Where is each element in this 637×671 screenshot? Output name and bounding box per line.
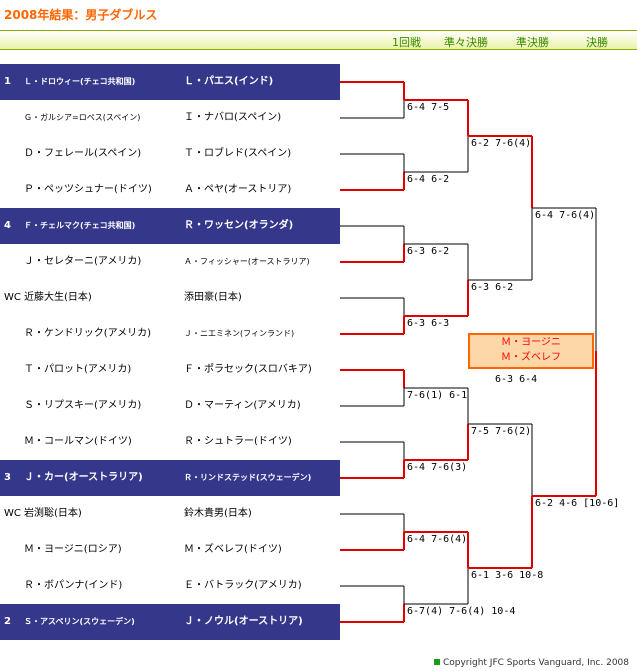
player-1-name: Ｒ・ボパンナ(インド) — [24, 580, 123, 591]
table-row: Ｄ・フェレール(スペイン) Ｔ・ロブレド(スペイン) — [0, 136, 340, 172]
player-2-name: Ｒ・リンドステッド(スウェーデン) — [184, 473, 312, 482]
table-row: 1 Ｌ・ドロウィー(チェコ共和国) Ｌ・パエス(インド) — [0, 64, 340, 100]
player-2-name: Ｉ・ナバロ(スペイン) — [184, 112, 282, 123]
player-1-name: Ｒ・ケンドリック(アメリカ) — [24, 328, 152, 339]
table-row: Ｒ・ケンドリック(アメリカ) Ｊ・ニエミネン(フィンランド) — [0, 316, 340, 352]
round-label-r1: 1回戦 — [392, 36, 421, 49]
seed-label: 4 — [4, 220, 11, 231]
score-sf: 6-4 7-6(4) — [535, 210, 596, 221]
table-row: Ｊ・セレターニ(アメリカ) Ａ・フィッシャー(オーストラリア) — [0, 244, 340, 280]
round-label-sf: 準決勝 — [516, 36, 549, 49]
player-2-name: Ｅ・バトラック(アメリカ) — [184, 580, 302, 591]
table-row: Ｐ・ペッツシュナー(ドイツ) Ａ・ペヤ(オーストリア) — [0, 172, 340, 208]
player-2-name: Ｒ・ワッセン(オランダ) — [184, 220, 294, 231]
player-1-name: Ｆ・チェルマク(チェコ共和国) — [24, 221, 136, 230]
player-1-name: 近藤大生(日本) — [24, 292, 92, 303]
table-row: Ｇ・ガルシア=ロペス(スペイン) Ｉ・ナバロ(スペイン) — [0, 100, 340, 136]
round-label-final: 決勝 — [586, 36, 608, 49]
player-2-name: Ａ・フィッシャー(オーストラリア) — [184, 257, 310, 266]
footer-text: Copyright JFC Sports Vanguard, Inc. 2008 — [442, 658, 629, 668]
player-1-name: Ｍ・コールマン(ドイツ) — [24, 436, 132, 447]
player-1-name: Ｌ・ドロウィー(チェコ共和国) — [24, 77, 136, 86]
player-1-name: Ｊ・セレターニ(アメリカ) — [24, 256, 142, 267]
score-r1: 6-4 7-6(4) — [407, 534, 468, 545]
square-icon — [433, 659, 440, 665]
table-row: Ｍ・ヨージニ(ロシア) Ｍ・ズベレフ(ドイツ) — [0, 532, 340, 568]
player-1-name: Ｊ・カー(オーストラリア) — [24, 472, 143, 483]
player-2-name: Ｔ・ロブレド(スペイン) — [184, 148, 292, 159]
score-r1: 6-3 6-2 — [407, 246, 450, 257]
player-1-name: 岩渕聡(日本) — [24, 508, 82, 519]
table-row: Ｒ・ボパンナ(インド) Ｅ・バトラック(アメリカ) — [0, 568, 340, 604]
player-2-name: Ａ・ペヤ(オーストリア) — [184, 184, 292, 195]
player-1-name: Ｄ・フェレール(スペイン) — [24, 148, 142, 159]
player-2-name: Ｊ・ノウル(オーストリア) — [184, 616, 303, 627]
score-r1: 6-4 7-5 — [407, 102, 450, 113]
champion-box: Ｍ・ヨージニ Ｍ・ズベレフ — [468, 333, 594, 369]
footer: Copyright JFC Sports Vanguard, Inc. 2008 — [433, 658, 629, 668]
player-1-name: Ｓ・アスペリン(スウェーデン) — [24, 617, 135, 626]
score-qf: 7-5 7-6(2) — [471, 426, 532, 437]
score-qf: 6-1 3-6 10-8 — [471, 570, 544, 581]
round-header: 1回戦 準々決勝 準決勝 決勝 — [0, 30, 637, 50]
score-qf: 6-3 6-2 — [471, 282, 514, 293]
player-2-name: Ｄ・マーティン(アメリカ) — [184, 400, 301, 411]
player-2-name: 鈴木貴男(日本) — [184, 508, 252, 519]
score-qf: 6-2 7-6(4) — [471, 138, 532, 149]
table-row: 3 Ｊ・カー(オーストラリア) Ｒ・リンドステッド(スウェーデン) — [0, 460, 340, 496]
seed-label: WC — [4, 292, 21, 303]
player-1-name: Ｓ・リプスキー(アメリカ) — [24, 400, 142, 411]
player-1-name: Ｔ・パロット(アメリカ) — [24, 364, 132, 375]
seed-label: 1 — [4, 76, 11, 87]
seed-label: 2 — [4, 616, 11, 627]
score-r1: 6-3 6-3 — [407, 318, 450, 329]
table-row: Ｍ・コールマン(ドイツ) Ｒ・シュトラー(ドイツ) — [0, 424, 340, 460]
score-sf: 6-2 4-6 [10-6] — [535, 498, 620, 509]
score-r1: 6-4 6-2 — [407, 174, 450, 185]
table-row: Ｔ・パロット(アメリカ) Ｆ・ポラセック(スロバキア) — [0, 352, 340, 388]
table-row: 4 Ｆ・チェルマク(チェコ共和国) Ｒ・ワッセン(オランダ) — [0, 208, 340, 244]
player-1-name: Ｇ・ガルシア=ロペス(スペイン) — [24, 113, 141, 122]
score-r1: 7-6(1) 6-1 — [407, 390, 468, 401]
round-label-qf: 準々決勝 — [444, 36, 488, 49]
player-2-name: Ｌ・パエス(インド) — [184, 76, 274, 87]
champion-player-1: Ｍ・ヨージニ — [501, 337, 561, 348]
seed-label: WC — [4, 508, 21, 519]
score-r1: 6-4 7-6(3) — [407, 462, 468, 473]
player-2-name: Ｒ・シュトラー(ドイツ) — [184, 436, 292, 447]
score-r1: 6-7(4) 7-6(4) 10-4 — [407, 606, 516, 617]
player-2-name: Ｍ・ズベレフ(ドイツ) — [184, 544, 282, 555]
player-2-name: 添田豪(日本) — [184, 292, 242, 303]
score-final: 6-3 6-4 — [495, 374, 538, 385]
table-row: Ｓ・リプスキー(アメリカ) Ｄ・マーティン(アメリカ) — [0, 388, 340, 424]
table-row: 2 Ｓ・アスペリン(スウェーデン) Ｊ・ノウル(オーストリア) — [0, 604, 340, 640]
player-1-name: Ｐ・ペッツシュナー(ドイツ) — [24, 184, 152, 195]
page-title: 2008年結果：男子ダブルス — [4, 8, 158, 22]
player-2-name: Ｊ・ニエミネン(フィンランド) — [184, 329, 295, 338]
champion-player-2: Ｍ・ズベレフ — [501, 352, 561, 363]
seed-label: 3 — [4, 472, 11, 483]
player-2-name: Ｆ・ポラセック(スロバキア) — [184, 364, 312, 375]
player-1-name: Ｍ・ヨージニ(ロシア) — [24, 544, 122, 555]
